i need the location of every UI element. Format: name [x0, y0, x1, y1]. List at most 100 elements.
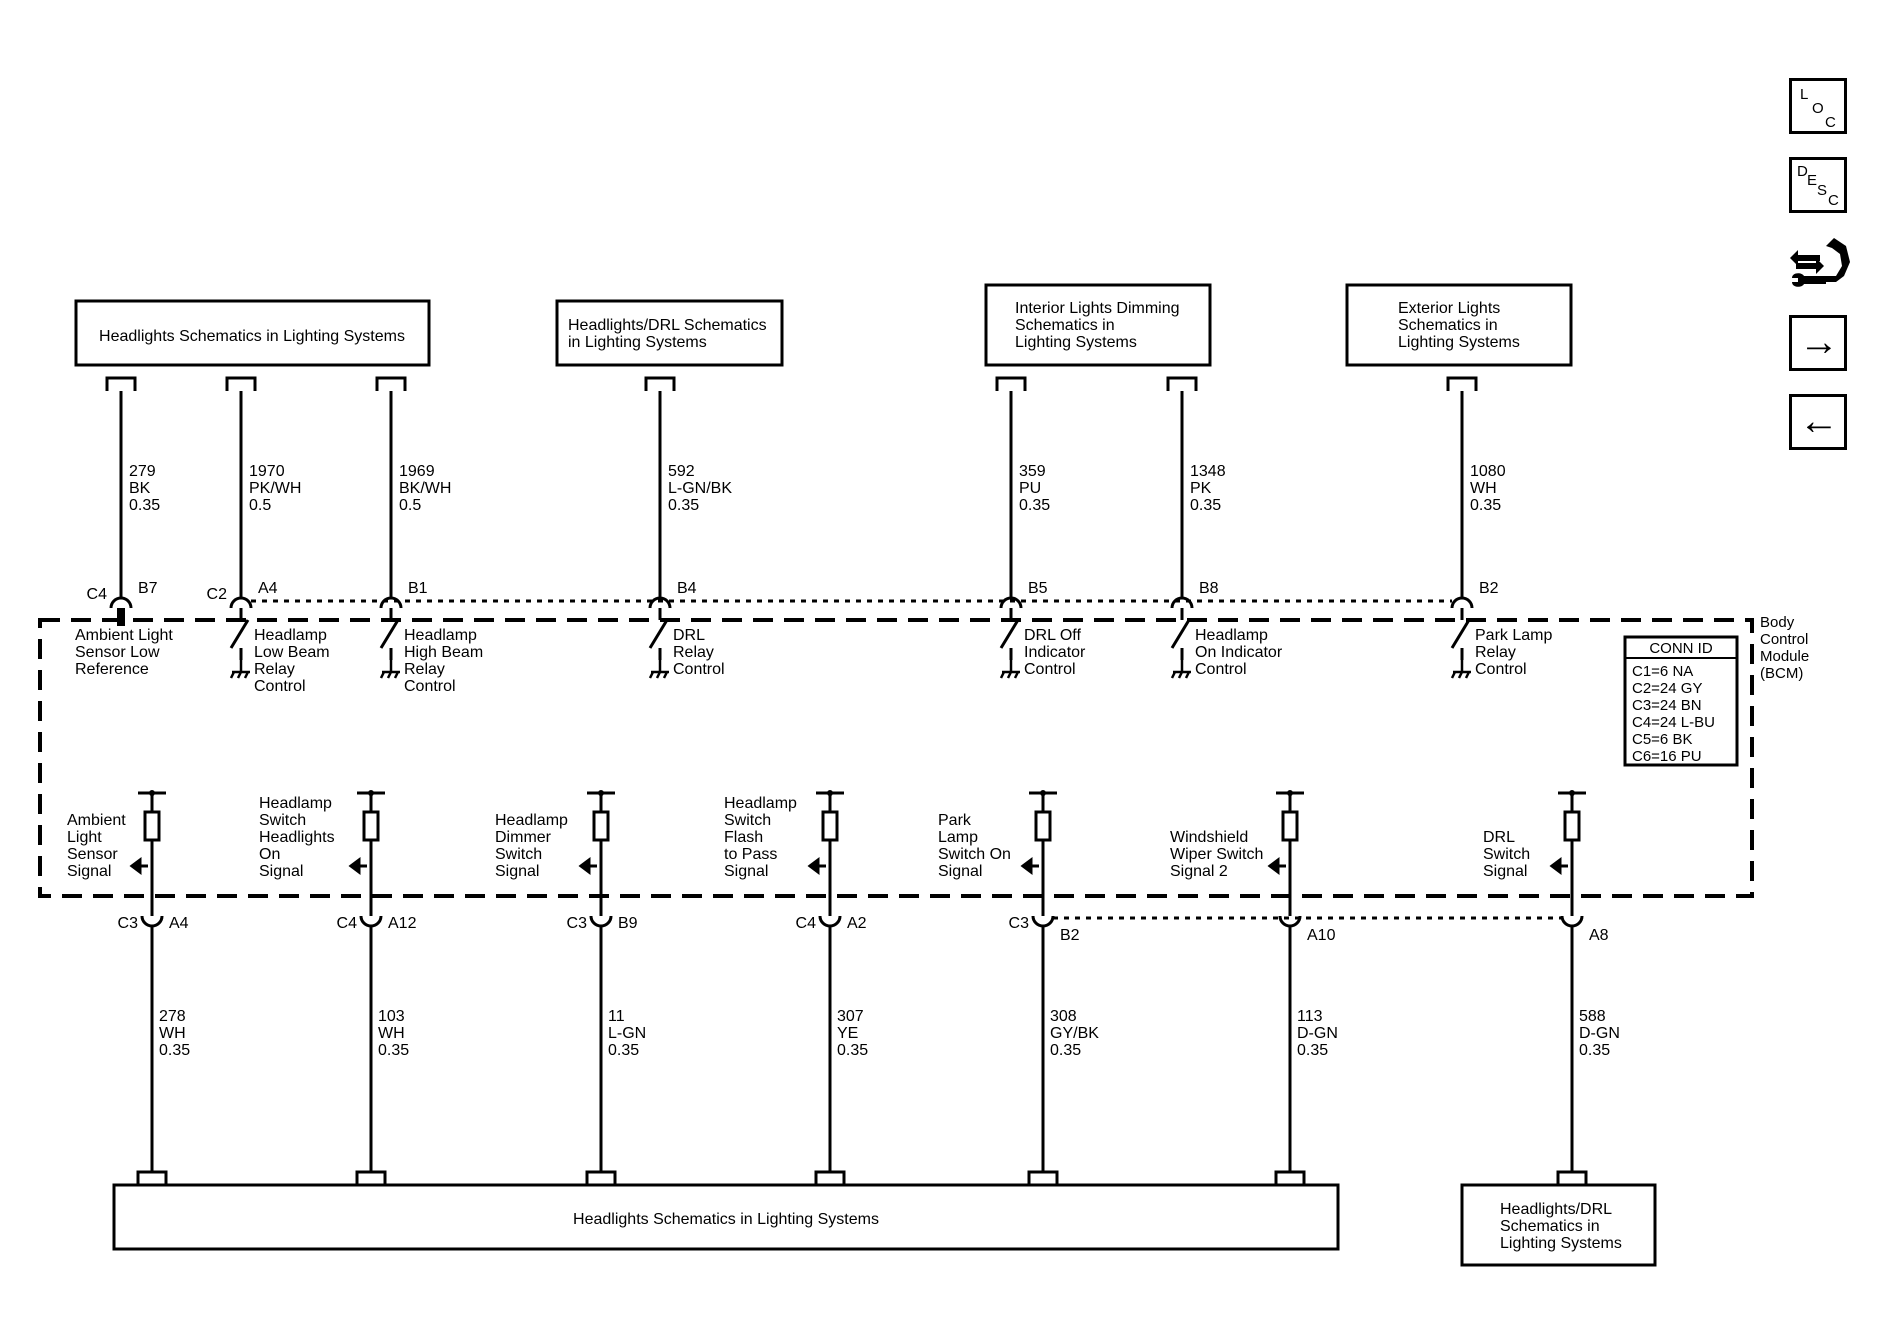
bottom-pin-4 [818, 915, 842, 928]
bottom-label-2-line-4: On [259, 846, 280, 863]
bottom-wire-circuit-5: 308 [1050, 1008, 1077, 1025]
bottom-wire-circuit-7: 588 [1579, 1008, 1606, 1025]
description-button[interactable]: D E S C [1789, 157, 1847, 213]
bottom-label-7-line-1: DRL [1483, 829, 1515, 846]
bottom-wire-terminal-1 [136, 1170, 168, 1185]
forward-arrow-icon: → [1799, 320, 1839, 364]
bottom-signal-arrow-3 [578, 857, 597, 875]
bottom-pin-label-2: A12 [388, 915, 417, 932]
bottom-signal-arrow-1 [129, 857, 148, 875]
top-label-3-line-4: Control [404, 678, 456, 695]
location-button[interactable]: L O C [1789, 78, 1847, 134]
bottom-wire-gauge-7: 0.35 [1579, 1042, 1610, 1059]
top-label-7-line-1: Park Lamp [1475, 627, 1552, 644]
bottom-pin-7 [1560, 915, 1584, 928]
ground-icon [999, 658, 1020, 679]
bottom-connector-1: C3 [118, 915, 139, 932]
top-box-exterior-lights[interactable] [1345, 283, 1573, 367]
component-tool-icon[interactable] [1786, 232, 1854, 296]
loc-letter-l: L [1800, 86, 1809, 103]
top-wire-gauge-1: 0.35 [129, 497, 160, 514]
desc-letter-s: S [1817, 182, 1828, 199]
bottom-wire-color-1: WH [159, 1025, 186, 1042]
top-label-7-line-2: Relay [1475, 644, 1516, 661]
bottom-pin-label-3: B9 [618, 915, 638, 932]
top-wire-circuit-1: 279 [129, 463, 156, 480]
top-wire-gauge-4: 0.35 [668, 497, 699, 514]
top-wire-color-3: BK/WH [399, 480, 451, 497]
bottom-label-3-line-2: Dimmer [495, 829, 552, 846]
bottom-wire-color-2: WH [378, 1025, 405, 1042]
bottom-signal-arrow-6 [1267, 857, 1286, 875]
top-label-1-line-3: Reference [75, 661, 149, 678]
top-pin-3 [379, 596, 403, 609]
top-wire-terminal-3 [375, 376, 407, 391]
top-wire-color-4: L-GN/BK [668, 480, 732, 497]
desc-letter-d: D [1797, 163, 1808, 180]
top-wire-color-1: BK [129, 480, 151, 497]
top-pin-label-7: B2 [1479, 580, 1499, 597]
top-label-4-line-3: Control [673, 661, 725, 678]
bottom-wire-terminal-6 [1274, 1170, 1306, 1185]
bottom-connector-2: C4 [337, 915, 358, 932]
bottom-label-5-line-2: Lamp [938, 829, 978, 846]
bottom-connector-3: C3 [567, 915, 588, 932]
conn-id-row-1: C1=6 NA [1632, 663, 1693, 680]
bottom-pin-3 [589, 915, 613, 928]
top-box-headlights-label: Headlights Schematics in Lighting System… [99, 328, 405, 345]
bottom-wire-gauge-3: 0.35 [608, 1042, 639, 1059]
bottom-wire-gauge-6: 0.35 [1297, 1042, 1328, 1059]
top-label-2-line-1: Headlamp [254, 627, 327, 644]
top-box-exterior-lights-line2: Schematics in [1398, 317, 1498, 334]
ground-icon [1450, 658, 1471, 679]
bottom-wire-terminal-7 [1556, 1170, 1588, 1185]
top-box-exterior-lights-line1: Exterior Lights [1398, 300, 1500, 317]
top-pin-5 [999, 596, 1023, 609]
top-wire-terminal-5 [995, 376, 1027, 391]
top-label-2-line-4: Control [254, 678, 306, 695]
bcm-label-line4: (BCM) [1760, 665, 1803, 682]
top-label-5-line-1: DRL Off [1024, 627, 1081, 644]
bottom-wire-circuit-1: 278 [159, 1008, 186, 1025]
forward-button[interactable]: → [1789, 315, 1847, 371]
top-box-interior-dimming[interactable] [984, 283, 1212, 367]
bottom-label-1-line-1: Ambient [67, 812, 126, 829]
top-label-2-line-3: Relay [254, 661, 295, 678]
top-box-headlights[interactable] [74, 299, 431, 367]
top-pin-4 [648, 596, 672, 609]
ground-icon [229, 658, 250, 679]
top-pin-label-5: B5 [1028, 580, 1048, 597]
bottom-box-headlights[interactable] [112, 1183, 1340, 1251]
bottom-wire-circuit-3: 11 [608, 1008, 625, 1025]
top-wire-color-6: PK [1190, 480, 1212, 497]
bottom-resistor-7 [1563, 810, 1581, 842]
back-button[interactable]: ← [1789, 394, 1847, 450]
top-label-5-line-2: Indicator [1024, 644, 1086, 661]
bottom-pin-5 [1031, 915, 1055, 928]
bottom-label-3-line-4: Signal [495, 863, 539, 880]
top-label-5-line-3: Control [1024, 661, 1076, 678]
bottom-box-headlights-drl[interactable] [1460, 1183, 1657, 1267]
top-box-headlights-drl[interactable] [555, 299, 784, 367]
top-wire-terminal-4 [644, 376, 676, 391]
bottom-wire-color-3: L-GN [608, 1025, 646, 1042]
bottom-resistor-3 [592, 810, 610, 842]
top-pin-label-6: B8 [1199, 580, 1219, 597]
top-box-exterior-lights-line3: Lighting Systems [1398, 334, 1520, 351]
bottom-pin-label-4: A2 [847, 915, 867, 932]
bottom-label-5-line-4: Signal [938, 863, 982, 880]
bottom-pin-label-7: A8 [1589, 927, 1609, 944]
bottom-wire-color-7: D-GN [1579, 1025, 1620, 1042]
top-box-headlights-drl-line2: in Lighting Systems [568, 334, 707, 351]
top-switch-2 [229, 619, 250, 649]
bcm-module-outline [38, 618, 1754, 898]
bottom-wire-terminal-4 [814, 1170, 846, 1185]
ground-icon [648, 658, 669, 679]
top-wire-gauge-2: 0.5 [249, 497, 271, 514]
bottom-signal-arrow-7 [1549, 857, 1568, 875]
top-pin-1 [109, 596, 133, 609]
bottom-signal-arrow-4 [807, 857, 826, 875]
top-box-headlights-drl-line1: Headlights/DRL Schematics [568, 317, 767, 334]
top-wire-gauge-5: 0.35 [1019, 497, 1050, 514]
